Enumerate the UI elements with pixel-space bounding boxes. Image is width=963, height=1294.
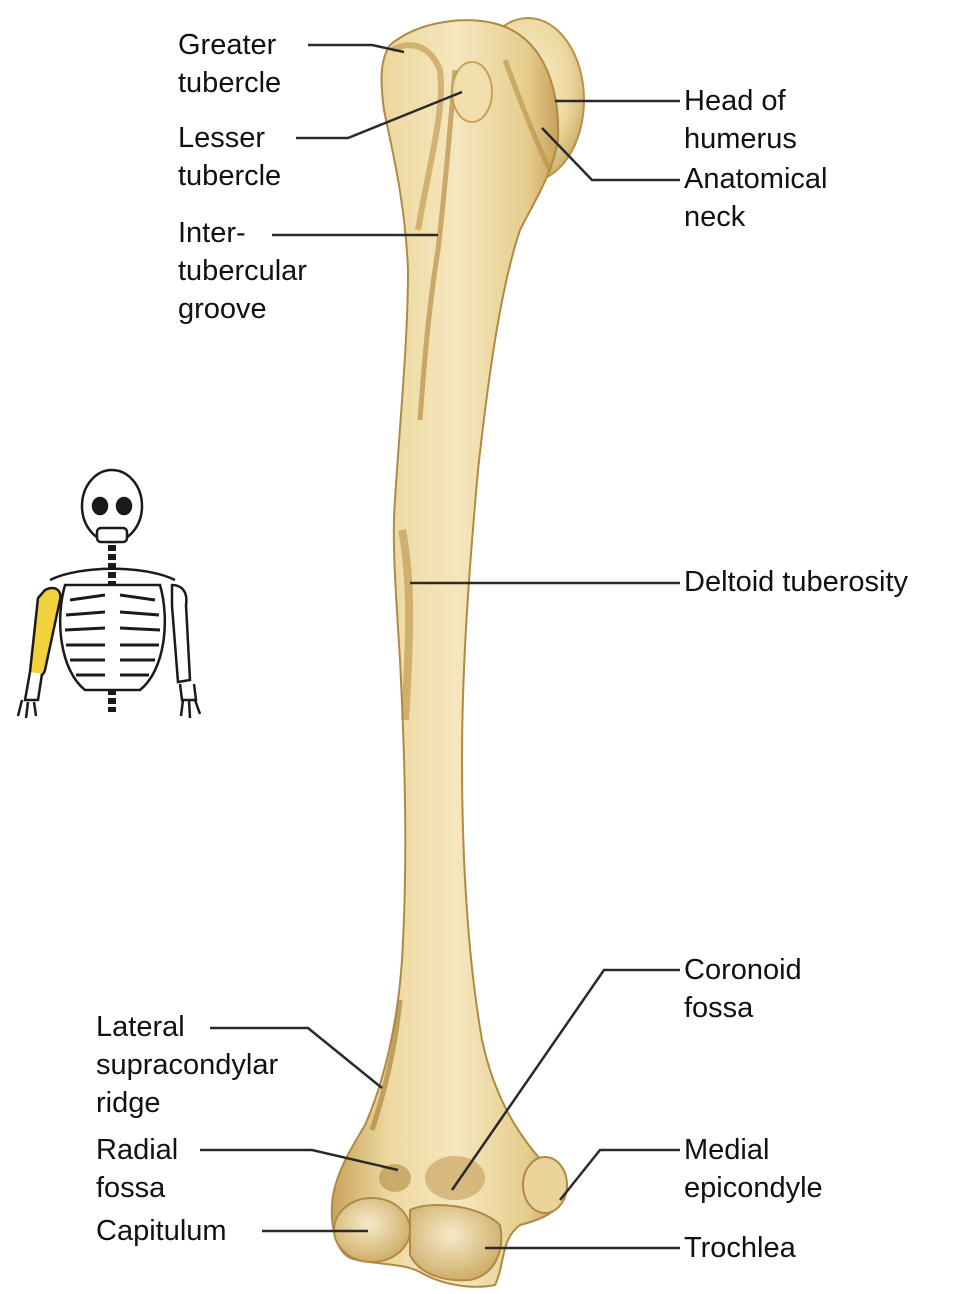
label-greater-tubercle: Greater tubercle [178,26,281,102]
coronoid-fossa-shape [425,1156,485,1200]
label-lateral-supracondylar-ridge: Lateral supracondylar ridge [96,1008,278,1122]
right-hand-shape [180,684,200,718]
label-line: tubercular [178,252,307,290]
label-line: Head of [684,82,797,120]
label-line: Inter- [178,214,307,252]
label-line: Deltoid tuberosity [684,563,908,601]
label-line: groove [178,290,307,328]
label-coronoid-fossa: Coronoid fossa [684,951,802,1027]
label-line: epicondyle [684,1169,823,1207]
label-line: Lateral [96,1008,278,1046]
label-line: Trochlea [684,1229,796,1267]
label-line: Capitulum [96,1212,227,1250]
label-lesser-tubercle: Lesser tubercle [178,119,281,195]
highlighted-humerus-shape [30,588,60,677]
label-line: Greater [178,26,281,64]
label-line: tubercle [178,64,281,102]
label-deltoid-tuberosity: Deltoid tuberosity [684,563,908,601]
left-hand-shape [18,700,36,718]
label-line: tubercle [178,157,281,195]
label-line: Coronoid [684,951,802,989]
label-radial-fossa: Radial fossa [96,1131,178,1207]
ribcage-shape [60,585,165,690]
leader-line-medial-epicondyle [560,1150,680,1200]
label-line: Lesser [178,119,281,157]
label-line: humerus [684,120,797,158]
trochlea-shape [410,1205,501,1280]
label-line: fossa [684,989,802,1027]
label-trochlea: Trochlea [684,1229,796,1267]
humerus-shaft-shape [332,20,562,1287]
eye-socket-left [93,498,107,514]
label-line: Radial [96,1131,178,1169]
label-intertubercular-groove: Inter- tubercular groove [178,214,307,328]
humerus-bone [332,18,584,1287]
label-line: Anatomical [684,160,827,198]
skeleton-locator-figure [18,470,200,718]
jaw-shape [97,528,127,542]
label-line: neck [684,198,827,236]
label-medial-epicondyle: Medial epicondyle [684,1131,823,1207]
lesser-tubercle-shape [452,62,492,122]
right-arm-shape [172,585,190,682]
label-head-of-humerus: Head of humerus [684,82,797,158]
label-capitulum: Capitulum [96,1212,227,1250]
eye-socket-right [117,498,131,514]
label-line: supracondylar [96,1046,278,1084]
label-line: fossa [96,1169,178,1207]
left-forearm-shape [25,672,42,700]
medial-epicondyle-shape [523,1157,567,1213]
label-line: Medial [684,1131,823,1169]
label-anatomical-neck: Anatomical neck [684,160,827,236]
label-line: ridge [96,1084,278,1122]
